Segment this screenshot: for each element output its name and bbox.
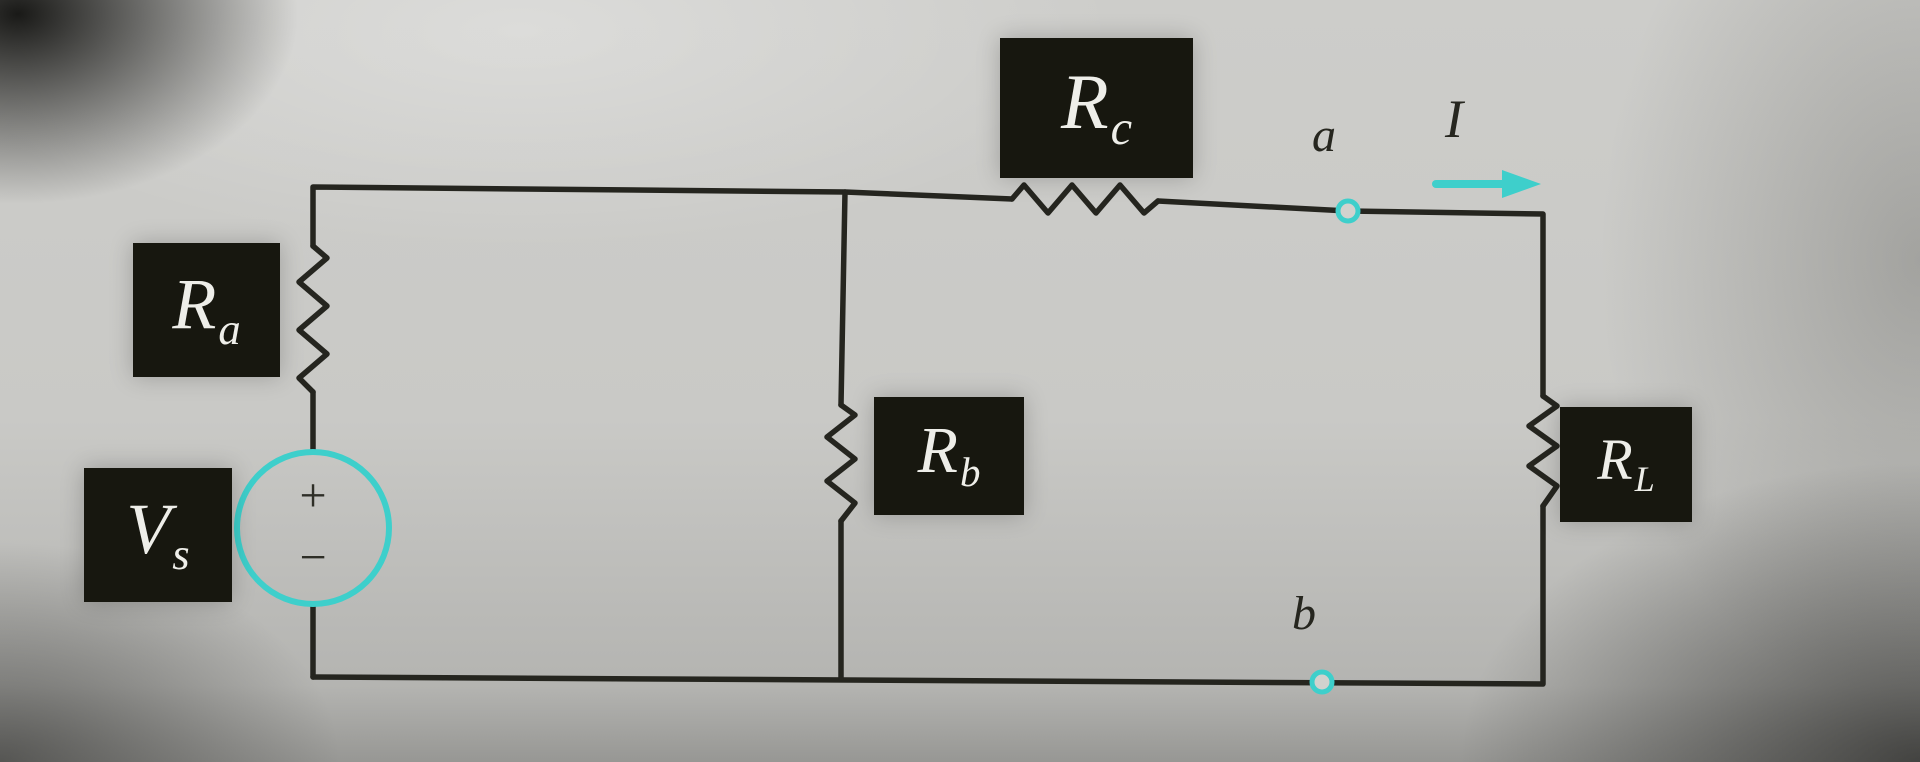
ra-symbol-sub: a: [218, 303, 241, 354]
wire-top-right-segment: [1155, 198, 1546, 399]
wire-middle-branch-top: [838, 189, 848, 408]
vs-symbol-sub: s: [172, 528, 190, 579]
ra-symbol-main: R: [172, 264, 217, 345]
node-b-label: b: [1292, 587, 1316, 640]
source-minus-sign: −: [299, 531, 327, 584]
ra-symbol: Ra: [172, 268, 240, 351]
rc-symbol: Rc: [1061, 62, 1133, 156]
source-plus-sign: +: [299, 469, 327, 522]
resistor-rl-zigzag: [1526, 393, 1560, 509]
resistor-ra-zigzag: [296, 243, 330, 395]
label-box-rc: Rc: [1000, 38, 1193, 178]
node-a-label: a: [1312, 109, 1336, 162]
vs-symbol-main: V: [126, 489, 171, 570]
current-arrow-head: [1502, 170, 1541, 198]
label-box-rb: Rb: [874, 397, 1024, 515]
current-label: I: [1445, 89, 1463, 149]
rc-symbol-sub: c: [1110, 102, 1133, 156]
wire-top-left-segment: [310, 184, 1015, 249]
rb-symbol: Rb: [918, 417, 981, 496]
rl-symbol-sub: L: [1634, 459, 1655, 500]
resistor-rc-zigzag: [1009, 182, 1161, 216]
label-box-ra: Ra: [133, 243, 280, 377]
node-b-terminal: [1309, 669, 1335, 695]
rl-symbol-main: R: [1597, 426, 1633, 492]
label-box-rl: RL: [1560, 407, 1692, 522]
vs-symbol: Vs: [126, 493, 189, 576]
rl-symbol: RL: [1597, 430, 1655, 500]
node-a-terminal: [1335, 198, 1361, 224]
wire-bottom-segment: [310, 503, 1546, 687]
resistor-rb-zigzag: [824, 402, 858, 524]
label-box-vs: Vs: [84, 468, 232, 602]
voltage-source-circle: [234, 449, 392, 607]
rb-symbol-sub: b: [959, 450, 981, 496]
rb-symbol-main: R: [917, 413, 958, 487]
rc-symbol-main: R: [1060, 57, 1109, 145]
